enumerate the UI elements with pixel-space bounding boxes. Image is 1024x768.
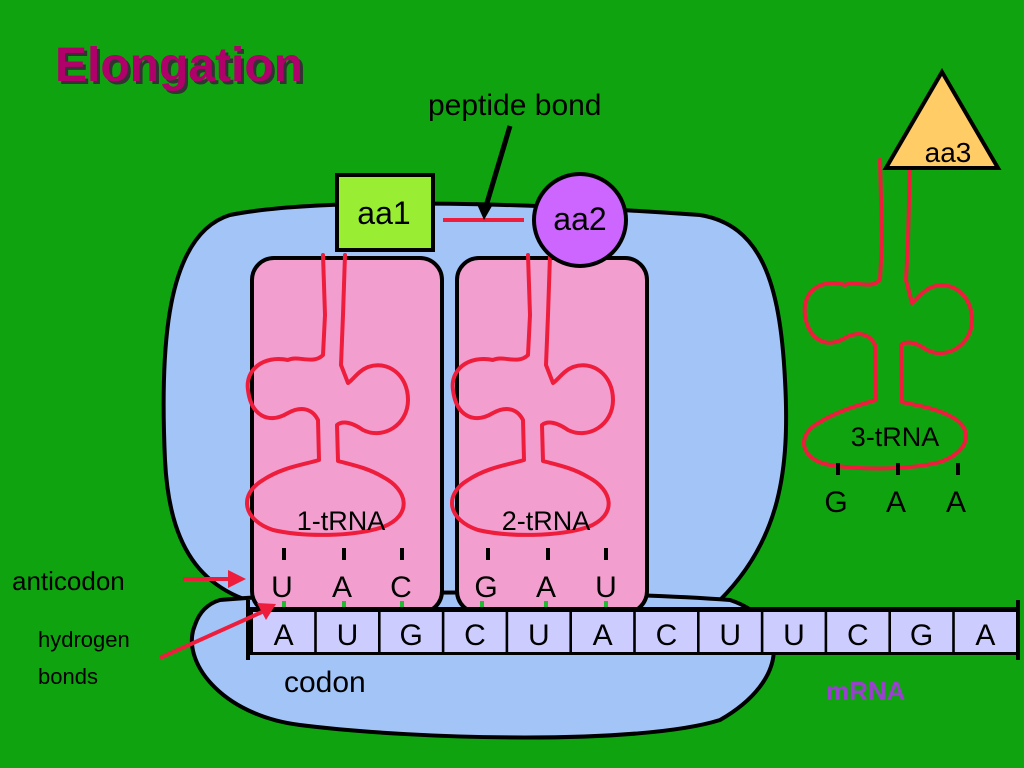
mrna-base: A xyxy=(975,619,995,652)
anticodon-3-base-1: G xyxy=(824,486,847,519)
mrna-label: mRNA xyxy=(826,676,906,706)
trna-2-label: 2-tRNA xyxy=(502,506,591,536)
mrna-base: C xyxy=(656,619,678,652)
anticodon-ticks xyxy=(282,463,960,560)
anticodon-arrowhead xyxy=(228,570,246,588)
mrna-cell xyxy=(572,612,634,652)
mrna-base: U xyxy=(528,619,550,652)
mrna-cell xyxy=(508,612,570,652)
anticodon-1-base-1: U xyxy=(271,571,293,604)
anticodon-2-base-2: A xyxy=(536,571,556,604)
anticodon-2-base-1: G xyxy=(474,571,497,604)
aa2-label: aa2 xyxy=(553,201,606,237)
mrna-cell xyxy=(316,612,378,652)
anticodon-3-base-3: A xyxy=(946,486,966,519)
hydrogen-bonds-label-line2: bonds xyxy=(38,664,98,689)
hydrogen-bonds-arrowhead xyxy=(257,603,276,620)
mrna-base: G xyxy=(910,619,933,652)
mrna-base: U xyxy=(337,619,359,652)
mrna-base: A xyxy=(274,619,294,652)
trna-site-a xyxy=(455,256,649,615)
peptide-bond-arrowhead xyxy=(476,202,492,220)
mrna-cell xyxy=(635,612,697,652)
mrna-cell xyxy=(253,612,315,652)
mrna-base: A xyxy=(593,619,613,652)
trna-1-label: 1-tRNA xyxy=(297,506,386,536)
mrna-cell xyxy=(444,612,506,652)
aa2-shape xyxy=(532,172,628,268)
aa1-label: aa1 xyxy=(357,195,410,231)
trna-3-label: 3-tRNA xyxy=(851,422,940,452)
mrna-base: U xyxy=(719,619,741,652)
anticodon-1-base-3: C xyxy=(390,571,412,604)
anticodon-3-base-2: A xyxy=(886,486,906,519)
mrna-cell xyxy=(954,612,1016,652)
anticodon-1-base-2: A xyxy=(332,571,352,604)
mrna-cell xyxy=(827,612,889,652)
hydrogen-bonds-label-line1: hydrogen xyxy=(38,627,130,652)
codon-label: codon xyxy=(284,666,366,699)
anticodon-label: anticodon xyxy=(12,566,125,596)
peptide-bond-label: peptide bond xyxy=(428,89,602,122)
mrna-cell xyxy=(699,612,761,652)
aa1-shape xyxy=(335,173,435,252)
mrna-cell xyxy=(891,612,953,652)
hydrogen-bonds-arrow xyxy=(159,610,263,660)
mrna-cell xyxy=(763,612,825,652)
mrna-cell xyxy=(380,612,442,652)
mrna-base: C xyxy=(847,619,869,652)
aa3-shape xyxy=(882,68,1002,170)
aa3-label: aa3 xyxy=(925,137,972,168)
page-title-shadow: Elongation xyxy=(58,42,306,95)
mrna-base: U xyxy=(783,619,805,652)
trna-site-p xyxy=(250,256,444,615)
trna-3-strand xyxy=(802,158,974,471)
peptide-bond-pointer xyxy=(481,125,513,214)
anticodon-2-base-3: U xyxy=(595,571,617,604)
mrna-base: C xyxy=(464,619,486,652)
page-title: Elongation xyxy=(55,39,303,92)
mrna-base: G xyxy=(400,619,423,652)
